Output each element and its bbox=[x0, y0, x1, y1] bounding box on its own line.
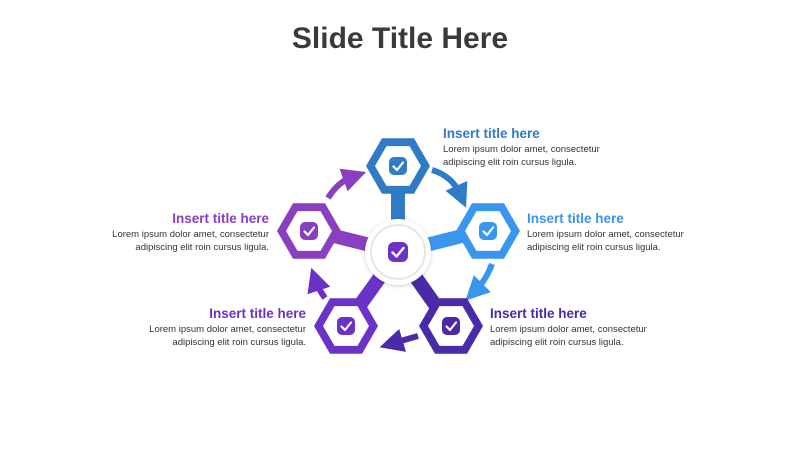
label-title: Insert title here bbox=[527, 211, 624, 226]
label-description-line: adipiscing elit roin cursus ligula. bbox=[490, 336, 624, 348]
check-badge-icon bbox=[479, 222, 497, 240]
label-description-line: adipiscing elit roin cursus ligula. bbox=[172, 336, 306, 348]
label-description-line: adipiscing elit roin cursus ligula. bbox=[135, 241, 269, 253]
label-title: Insert title here bbox=[443, 126, 540, 141]
check-badge-icon bbox=[389, 157, 407, 175]
check-badge-icon bbox=[337, 317, 355, 335]
node-bottom-right bbox=[419, 298, 483, 354]
check-badge-icon bbox=[442, 317, 460, 335]
label-title: Insert title here bbox=[172, 211, 269, 226]
node-left bbox=[277, 203, 341, 259]
label-right: Insert title here Lorem ipsum dolor amet… bbox=[527, 211, 767, 254]
check-badge-icon bbox=[300, 222, 318, 240]
cycle-arrows bbox=[307, 167, 495, 352]
label-left: Insert title here Lorem ipsum dolor amet… bbox=[29, 211, 269, 254]
hub bbox=[365, 219, 431, 285]
node-bottom-left bbox=[314, 298, 378, 354]
label-description: Lorem ipsum dolor amet, consectetur adip… bbox=[527, 229, 767, 254]
label-description: Lorem ipsum dolor amet, consectetur adip… bbox=[66, 324, 306, 349]
arrow-left-to-top bbox=[325, 168, 367, 200]
label-description-line: Lorem ipsum dolor amet, consectetur bbox=[112, 229, 269, 240]
arrow-bottom-left-to-left bbox=[307, 267, 331, 300]
arrow-top-to-right bbox=[431, 167, 468, 208]
label-description-line: Lorem ipsum dolor amet, consectetur bbox=[527, 229, 684, 240]
node-right bbox=[456, 203, 520, 259]
slide-title: Slide Title Here bbox=[291, 22, 509, 55]
label-description-line: adipiscing elit roin cursus ligula. bbox=[443, 156, 577, 168]
arrow-right-to-bottom-right bbox=[465, 262, 495, 301]
label-description: Lorem ipsum dolor amet, consectetur adip… bbox=[29, 229, 269, 254]
label-description-line: Lorem ipsum dolor amet, consectetur bbox=[490, 324, 647, 335]
label-description: Lorem ipsum dolor amet, consectetur adip… bbox=[490, 324, 730, 349]
label-bottom-left: Insert title here Lorem ipsum dolor amet… bbox=[66, 306, 306, 349]
label-description-line: Lorem ipsum dolor amet, consectetur bbox=[149, 324, 306, 335]
label-title: Insert title here bbox=[209, 306, 306, 321]
label-description-line: adipiscing elit roin cursus ligula. bbox=[527, 241, 661, 253]
arrow-bottom-right-to-bottom-left bbox=[379, 328, 419, 352]
label-bottom-right: Insert title here Lorem ipsum dolor amet… bbox=[490, 306, 730, 349]
label-description-line: Lorem ipsum dolor amet, consectetur bbox=[443, 144, 600, 155]
check-badge-icon bbox=[388, 242, 408, 262]
node-top bbox=[366, 138, 430, 194]
label-top: Insert title here Lorem ipsum dolor amet… bbox=[443, 126, 683, 169]
label-description: Lorem ipsum dolor amet, consectetur adip… bbox=[443, 144, 683, 169]
label-title: Insert title here bbox=[490, 306, 587, 321]
